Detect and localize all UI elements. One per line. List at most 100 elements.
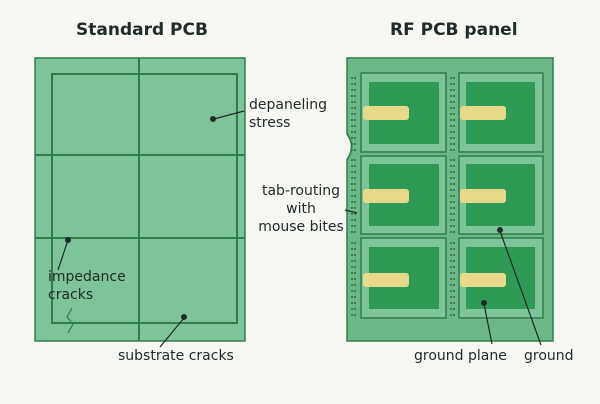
mouse-bite-dot — [450, 231, 452, 233]
mouse-bite-dot — [453, 165, 455, 167]
mouse-bite-dot — [351, 260, 353, 262]
mouse-bite-dot — [450, 131, 452, 133]
mouse-bite-dot — [354, 296, 356, 298]
mouse-bite-dot — [450, 219, 452, 221]
mouse-bite-dot — [354, 219, 356, 221]
mouse-bite-dot — [351, 89, 353, 91]
mouse-bite-dot — [351, 219, 353, 221]
mouse-bite-dot — [351, 296, 353, 298]
mouse-bite-dot — [453, 254, 455, 256]
mouse-bite-dot — [453, 195, 455, 197]
mouse-bite-dot — [354, 266, 356, 268]
mouse-bite-dot — [351, 131, 353, 133]
mouse-bite-dot — [453, 77, 455, 79]
mouse-bite-dot — [450, 149, 452, 151]
mouse-bite-dot — [351, 266, 353, 268]
mouse-bite-dot — [450, 159, 452, 161]
mouse-bite-dot — [354, 183, 356, 185]
mouse-bite-dot — [351, 113, 353, 115]
rf-trace — [363, 106, 409, 120]
mouse-bite-dot — [453, 83, 455, 85]
mouse-bite-dot — [450, 89, 452, 91]
mouse-bite-dot — [453, 302, 455, 304]
mouse-bite-dot — [351, 302, 353, 304]
mouse-bite-dot — [354, 171, 356, 173]
mouse-bite-dot — [351, 308, 353, 310]
mouse-bite-dot — [354, 207, 356, 209]
mouse-bite-dot — [354, 248, 356, 250]
mouse-bite-dot — [351, 171, 353, 173]
leader-dot-impedance-cracks — [64, 237, 71, 244]
mouse-bite-dot — [453, 213, 455, 215]
leader-dot-substrate-cracks — [181, 314, 188, 321]
mouse-bite-dot — [351, 284, 353, 286]
mouse-bite-dot — [354, 137, 356, 139]
mouse-bite-dot — [354, 89, 356, 91]
mouse-bite-dot — [453, 131, 455, 133]
label-impedance-cracks: impedance cracks — [48, 268, 126, 304]
mouse-bite-dot — [351, 231, 353, 233]
rf-trace — [460, 273, 506, 287]
label-line: stress — [249, 115, 291, 131]
rf-cell-r1c1 — [360, 72, 447, 153]
mouse-bite-dot — [351, 83, 353, 85]
label-line: with — [286, 201, 316, 217]
mouse-bite-dot — [354, 125, 356, 127]
mouse-bite-dot — [450, 77, 452, 79]
mouse-bite-dot — [351, 137, 353, 139]
mouse-bite-dot — [450, 189, 452, 191]
mouse-bite-dot — [354, 83, 356, 85]
mouse-bite-dot — [351, 95, 353, 97]
leader-dot-ground — [497, 227, 504, 234]
mouse-bite-dot — [453, 189, 455, 191]
rf-trace — [363, 273, 409, 287]
crack-mark — [66, 307, 74, 334]
mouse-bite-dot — [453, 272, 455, 274]
mouse-bite-dot — [453, 183, 455, 185]
mouse-bite-dot — [354, 119, 356, 121]
leader-ground-plane — [483, 303, 493, 345]
rf-pcb-panel — [346, 57, 554, 342]
leader-dot-ground-plane — [481, 300, 488, 307]
rf-cell-r3c1 — [360, 237, 447, 319]
label-line: mouse bites — [258, 219, 344, 235]
mouse-bite-dot — [453, 207, 455, 209]
mouse-bite-dot — [354, 290, 356, 292]
rf-cell-r3c2 — [458, 237, 544, 319]
mouse-bite-dot — [450, 302, 452, 304]
mouse-bite-dot — [450, 296, 452, 298]
mouse-bite-dot — [450, 113, 452, 115]
mouse-bite-dot — [450, 143, 452, 145]
mouse-bites — [351, 77, 455, 316]
label-substrate-cracks: substrate cracks — [118, 348, 234, 364]
mouse-bite-dot — [351, 177, 353, 179]
leader-impedance-cracks — [57, 239, 69, 271]
label-depaneling-stress: depaneling stress — [249, 96, 327, 132]
mouse-bite-dot — [453, 201, 455, 203]
standard-pcb — [34, 57, 246, 342]
mouse-bite-dot — [351, 242, 353, 244]
mouse-bite-dot — [453, 290, 455, 292]
mouse-bite-dot — [450, 171, 452, 173]
label-tab-routing: tab-routing with mouse bites — [253, 182, 349, 236]
mouse-bite-dot — [351, 278, 353, 280]
rf-trace — [363, 189, 409, 203]
mouse-bite-dot — [354, 143, 356, 145]
title-standard-pcb: Standard PCB — [76, 20, 208, 40]
mouse-bite-dot — [453, 314, 455, 316]
mouse-bite-dot — [354, 278, 356, 280]
mouse-bite-dot — [351, 201, 353, 203]
mouse-bite-dot — [450, 290, 452, 292]
mouse-bite-dot — [450, 177, 452, 179]
mouse-bite-dot — [453, 266, 455, 268]
mouse-bite-dot — [354, 260, 356, 262]
mouse-bite-dot — [351, 195, 353, 197]
mouse-bite-dot — [450, 207, 452, 209]
mouse-bite-dot — [351, 165, 353, 167]
leader-substrate-cracks — [159, 317, 185, 348]
label-line: impedance — [48, 269, 126, 285]
mouse-bite-dot — [450, 225, 452, 227]
mouse-bite-dot — [450, 314, 452, 316]
mouse-bite-dot — [351, 290, 353, 292]
